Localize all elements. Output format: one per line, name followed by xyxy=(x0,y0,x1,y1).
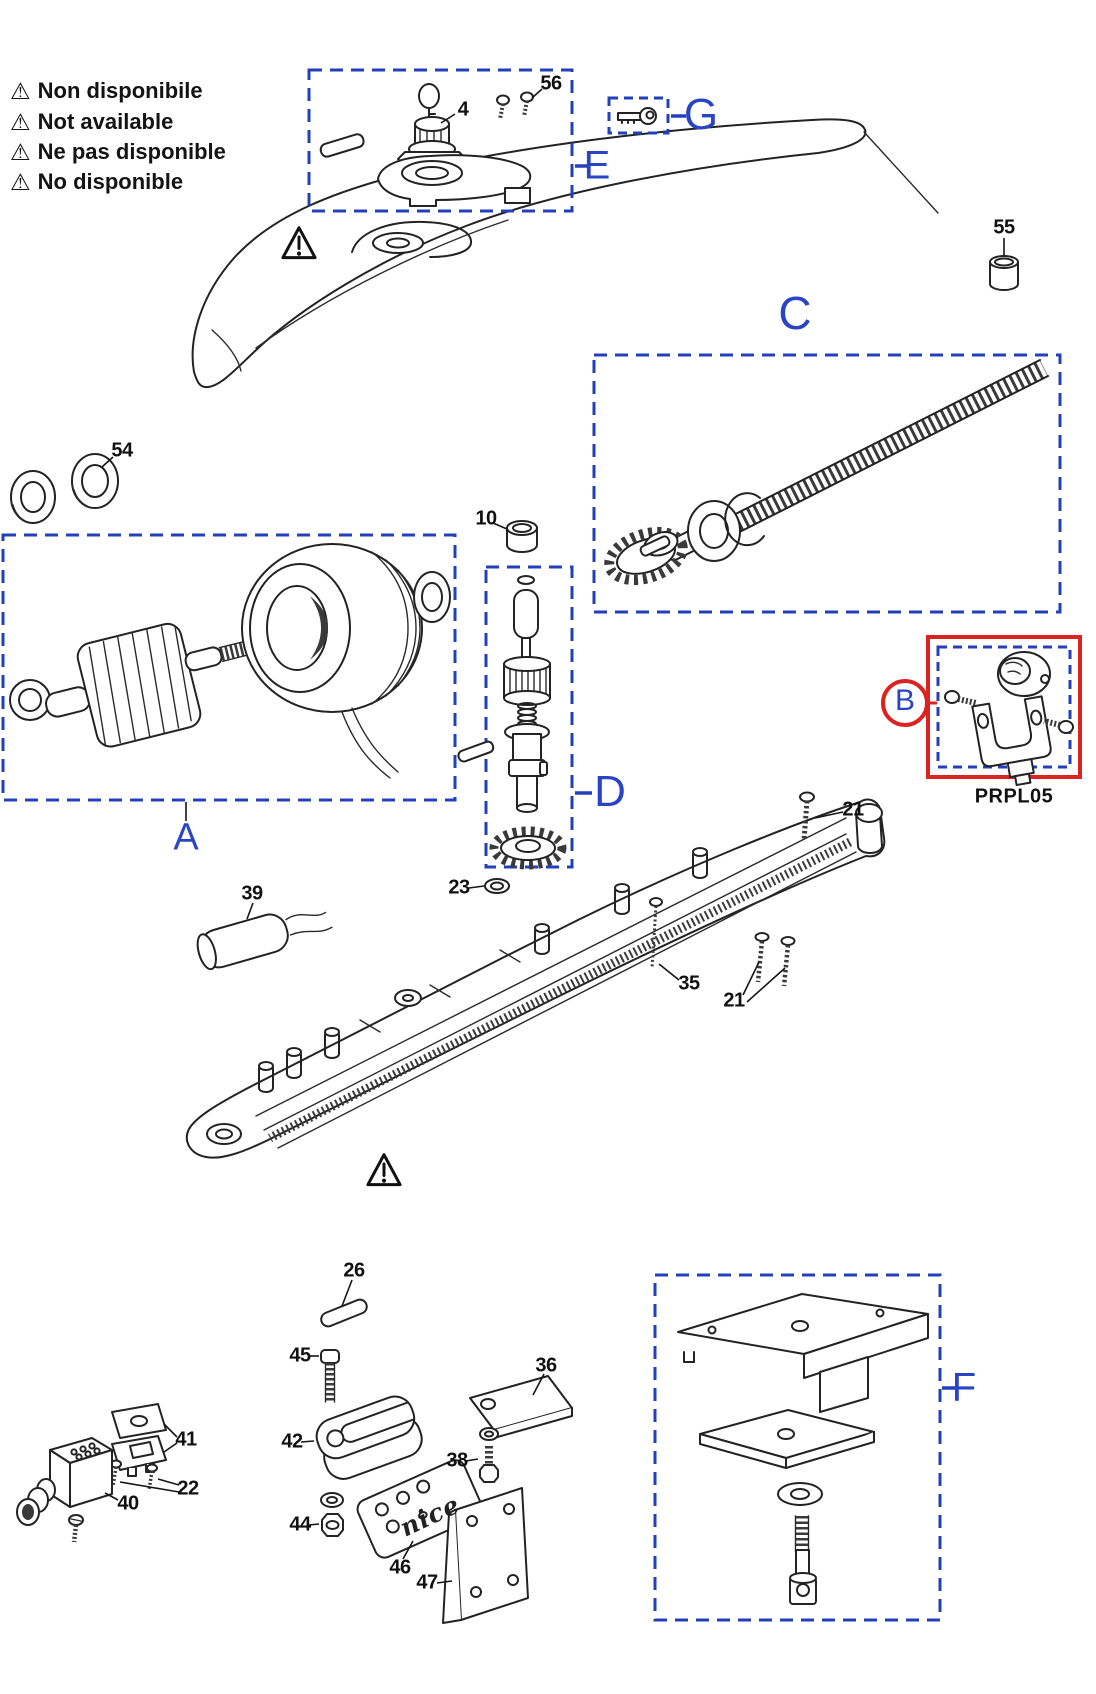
warning-icon: ⚠ xyxy=(10,108,31,135)
section-c-group xyxy=(592,353,1062,614)
connector-40-drawing xyxy=(16,1437,119,1526)
plunger-drawing xyxy=(513,589,539,639)
part-label-40: 40 xyxy=(117,1492,139,1515)
warning-text: Ne pas disponible xyxy=(37,139,226,164)
bearing-drawing xyxy=(687,500,741,562)
bolt-45-drawing xyxy=(309,1349,340,1403)
u-bracket-drawing xyxy=(971,695,1052,787)
bushing-55-drawing xyxy=(989,238,1019,291)
section-label-e: E xyxy=(583,143,611,188)
shaft-pin-drawing xyxy=(457,740,495,763)
snap-ring-drawing xyxy=(724,492,765,547)
part-label-47: 47 xyxy=(416,1571,438,1594)
section-label-g: G xyxy=(683,90,719,139)
bracket-46-drawing xyxy=(356,1459,484,1559)
pin-26-drawing xyxy=(320,1298,368,1328)
section-label-b: B xyxy=(894,684,916,717)
mount-plate-drawing xyxy=(699,1409,875,1469)
section-label-a: A xyxy=(173,816,199,859)
spindle-drawing xyxy=(504,723,550,813)
part-label-44: 44 xyxy=(289,1513,311,1536)
part-label-41: 41 xyxy=(175,1428,197,1451)
body-end-boss xyxy=(855,803,883,854)
section-b-group xyxy=(881,635,1082,787)
section-g-group xyxy=(607,96,686,135)
bracket-bushing-drawing xyxy=(997,651,1051,697)
part-label-56: 56 xyxy=(540,72,562,95)
part-label-22: 22 xyxy=(177,1477,199,1500)
bracket-screws-drawing xyxy=(944,690,1074,734)
body-casting-drawing xyxy=(185,798,886,1187)
gear-pin-drawing xyxy=(639,535,671,557)
screws-22-drawing xyxy=(110,1459,180,1493)
part-label-21b: 21 xyxy=(723,989,745,1012)
screw-below-40-drawing xyxy=(68,1514,84,1543)
ring-23-drawing xyxy=(468,878,510,894)
warning-row: ⚠ Ne pas disponible xyxy=(10,139,226,165)
screw-35-drawing xyxy=(649,897,680,981)
warning-text: Not available xyxy=(37,109,174,134)
section-label-f: F xyxy=(951,1365,977,1410)
screw-21a-drawing xyxy=(799,791,844,841)
part-label-55: 55 xyxy=(993,216,1015,239)
capacitor-drawing xyxy=(196,911,333,971)
part-label-39: 39 xyxy=(241,882,263,905)
part-label-4: 4 xyxy=(457,98,469,121)
section-f-group xyxy=(653,1273,955,1622)
warning-text: Non disponibile xyxy=(37,78,203,103)
part-label-21a: 21 xyxy=(842,798,864,821)
cover-arm-drawing xyxy=(191,118,939,389)
screws-56-drawing xyxy=(496,91,534,120)
part-label-46: 46 xyxy=(389,1556,411,1579)
bushing-10-drawing xyxy=(492,520,538,553)
part-label-45: 45 xyxy=(289,1344,311,1367)
clevis-42-drawing xyxy=(315,1395,423,1480)
part-label-36: 36 xyxy=(535,1354,557,1377)
warning-text: No disponible xyxy=(37,169,184,194)
warning-icon: ⚠ xyxy=(10,168,31,195)
warning-triangle-icon xyxy=(366,1153,402,1187)
washer-nut-44-drawing xyxy=(308,1492,344,1537)
washer-drawing xyxy=(777,1482,823,1506)
section-label-d: D xyxy=(594,767,626,816)
warning-row: ⚠ Non disponibile xyxy=(10,78,203,104)
warning-icon: ⚠ xyxy=(10,77,31,104)
screws-21b-drawing xyxy=(742,932,796,1003)
warning-row: ⚠ Not available xyxy=(10,109,173,135)
rotor-drawing xyxy=(45,622,249,748)
part-label-35: 35 xyxy=(678,972,700,995)
lock-cover-drawing xyxy=(377,154,532,207)
bevel-gear-bottom-drawing xyxy=(489,826,567,870)
worm-gear-drawing xyxy=(503,656,551,706)
mount-bracket-drawing xyxy=(677,1293,929,1413)
part-label-26: 26 xyxy=(343,1259,365,1282)
part-label-10: 10 xyxy=(475,507,497,530)
gaskets-41-drawing xyxy=(111,1403,178,1477)
part-label-54: 54 xyxy=(111,439,133,462)
bearings-54-drawing xyxy=(10,453,119,524)
part-code-prpl05: PRPL05 xyxy=(974,785,1054,808)
pin-drawing xyxy=(319,133,365,158)
plate-47-drawing xyxy=(436,1487,529,1624)
plate-36-drawing xyxy=(469,1373,573,1439)
part-label-42: 42 xyxy=(281,1430,303,1453)
long-bolt-drawing xyxy=(789,1515,817,1605)
section-e-group xyxy=(307,68,588,213)
section-a-group xyxy=(1,533,457,821)
stator-coil-drawing xyxy=(241,543,423,779)
section-d-group xyxy=(457,565,592,870)
part-label-23: 23 xyxy=(448,876,470,899)
bolt-38-drawing xyxy=(465,1427,499,1483)
part-label-38: 38 xyxy=(446,1449,468,1472)
warning-icon: ⚠ xyxy=(10,138,31,165)
section-label-c: C xyxy=(778,287,812,339)
warning-row: ⚠ No disponible xyxy=(10,169,183,195)
small-key-icon xyxy=(617,107,657,125)
